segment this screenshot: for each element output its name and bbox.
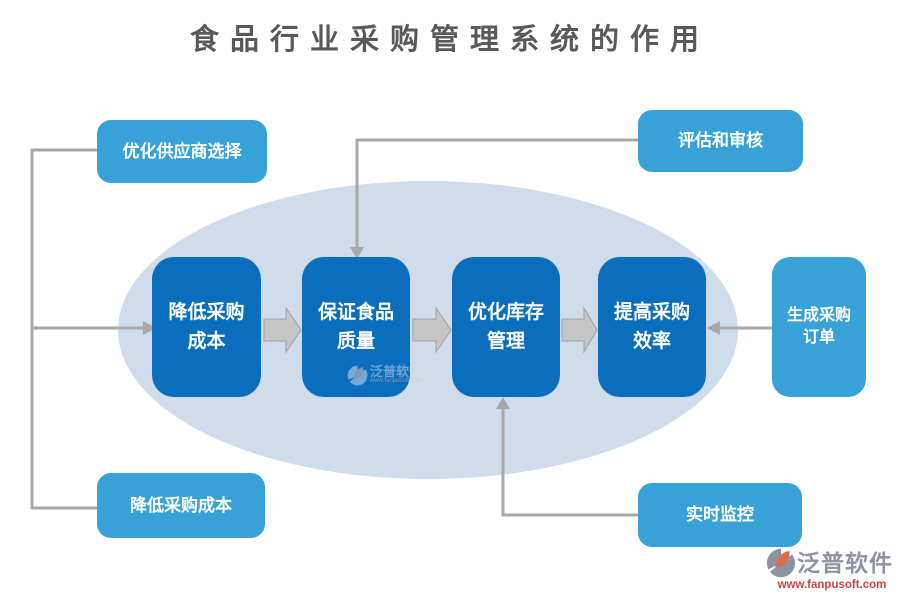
satellite-evaluate-audit[interactable]: 评估和审核 xyxy=(638,110,803,172)
watermark-bottom: 泛普软件 www.fanpusoft.com xyxy=(766,548,898,591)
watermark-center: 泛普软件 www.fanpusoft.com xyxy=(347,365,422,386)
watermark-brand-text: 泛普软件 xyxy=(370,364,423,380)
block-arrow-3-icon xyxy=(561,306,598,354)
up-arrowhead-icon xyxy=(496,397,510,409)
page-title: 食品行业采购管理系统的作用 xyxy=(189,24,710,56)
flow-box-inventory[interactable]: 优化库存 管理 xyxy=(452,257,560,397)
fanpu-logo-icon xyxy=(766,548,796,578)
down-arrowhead-icon xyxy=(350,247,364,259)
watermark-url-text: www.fanpusoft.com xyxy=(370,378,423,385)
brand-name: 泛普软件 xyxy=(797,549,893,576)
satellite-generate-order[interactable]: 生成采购 订单 xyxy=(772,257,866,397)
left-pointing-arrowhead-icon xyxy=(707,321,720,335)
satellite-realtime-monitor[interactable]: 实时监控 xyxy=(638,483,802,547)
left-arrowhead-icon xyxy=(143,321,156,335)
brand-url[interactable]: www.fanpusoft.com xyxy=(777,579,887,591)
satellite-supplier-selection[interactable]: 优化供应商选择 xyxy=(97,120,267,183)
block-arrow-2-icon xyxy=(412,306,452,354)
top-right-connector xyxy=(355,138,638,247)
fanpu-logo-icon xyxy=(347,365,368,386)
block-arrow-1-icon xyxy=(263,306,302,354)
flow-box-efficiency[interactable]: 提高采购 效率 xyxy=(598,257,706,397)
bottom-right-connector xyxy=(501,409,638,517)
satellite-reduce-cost[interactable]: 降低采购成本 xyxy=(97,473,265,538)
flow-box-reduce-cost[interactable]: 降低采购 成本 xyxy=(152,257,261,397)
